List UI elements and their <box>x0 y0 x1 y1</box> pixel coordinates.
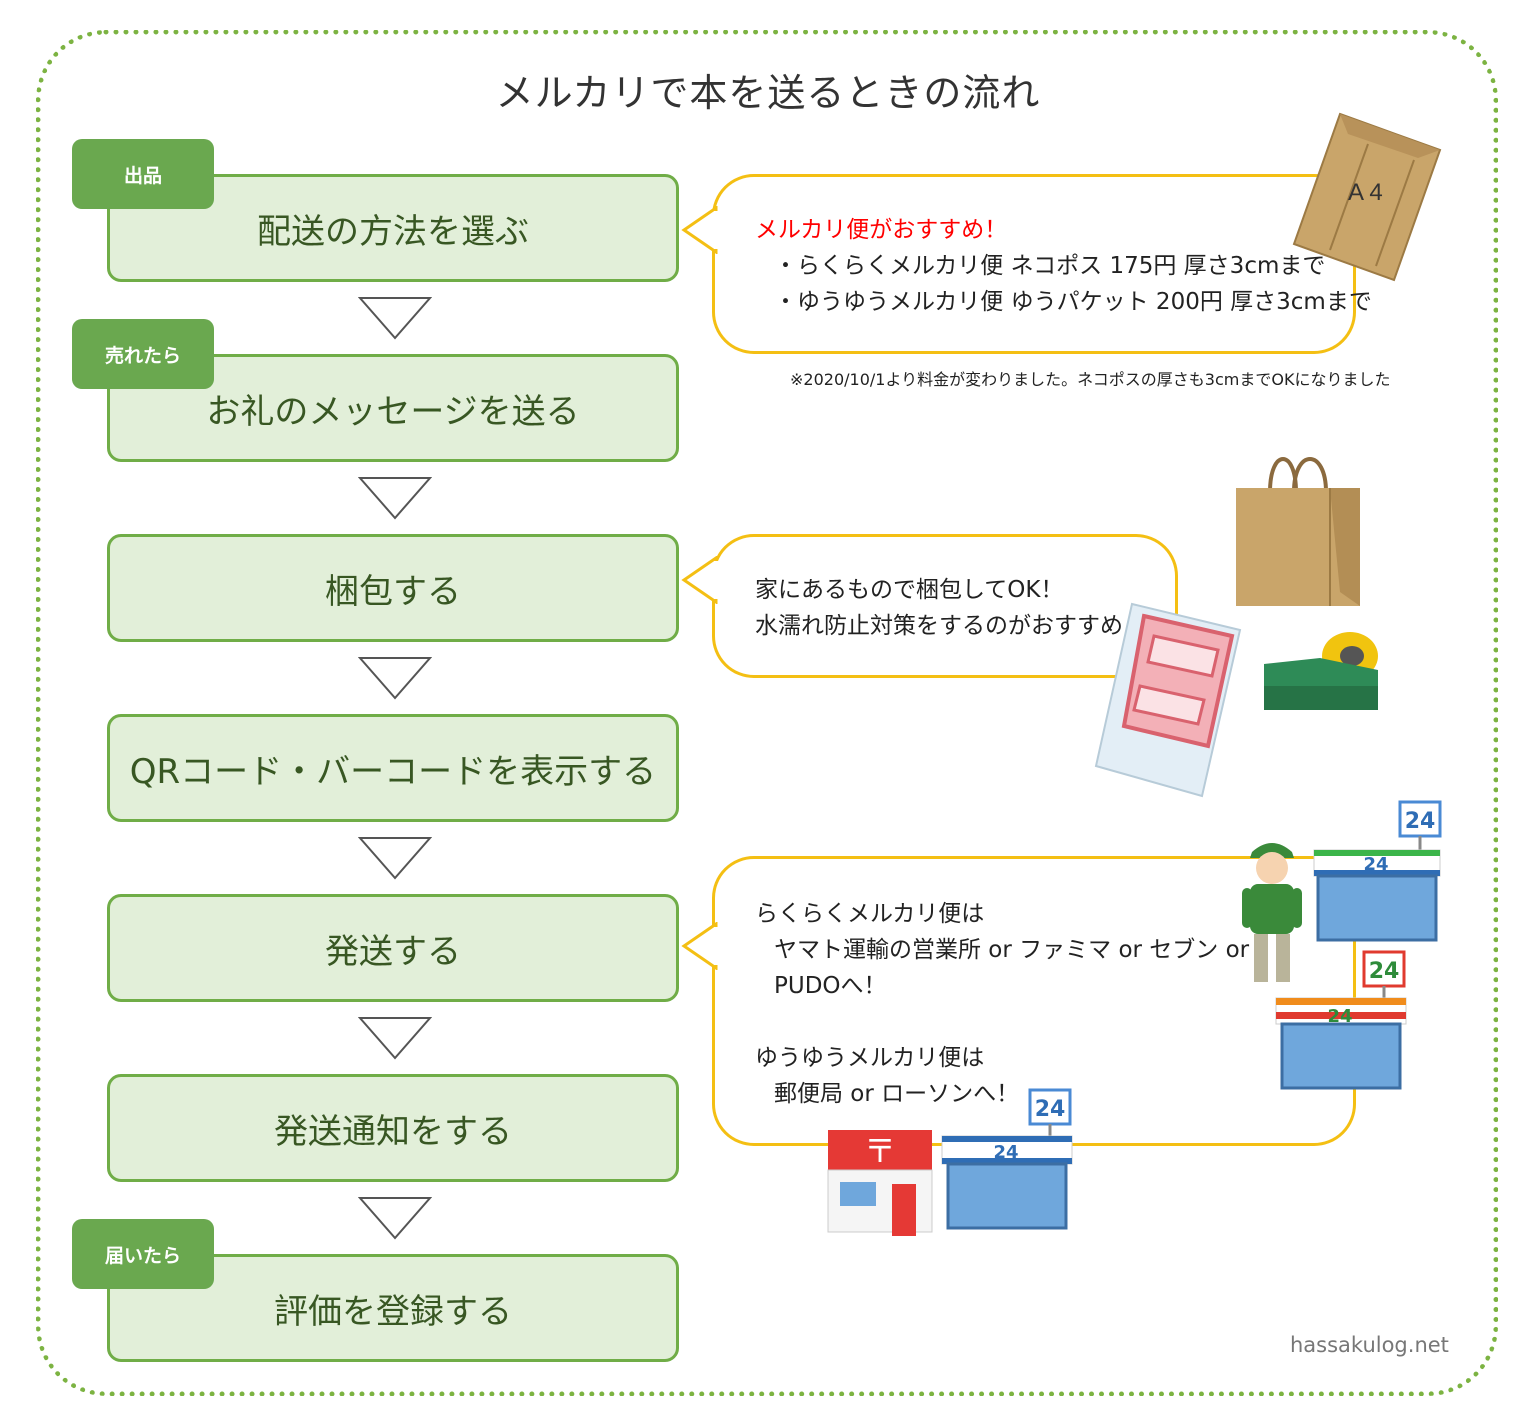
packing-line-2: 水濡れ防止対策をするのがおすすめ <box>755 613 1123 639</box>
down-arrow-icon <box>358 477 432 520</box>
bubble-pointer <box>681 206 720 254</box>
down-arrow-icon <box>358 657 432 700</box>
tag-listing: 出品 <box>72 139 214 209</box>
tape-dispenser-icon <box>1264 632 1378 710</box>
store-sign-text: 24 <box>1369 959 1400 984</box>
bubble-line-nekopos: ・らくらくメルカリ便 ネコポス 175円 厚さ3cmまで <box>774 253 1326 279</box>
step-show-code: QRコード・バーコードを表示する <box>107 714 679 822</box>
plastic-bag-icon <box>1094 602 1242 798</box>
convenience-store-icon: 24 24 <box>1313 800 1442 942</box>
post-office-icon: 〒 <box>827 1130 933 1236</box>
step-packing: 梱包する <box>107 534 679 642</box>
send-line-rakuraku: らくらくメルカリ便は <box>755 901 985 927</box>
page-title: メルカリで本を送るときの流れ <box>495 71 1041 115</box>
down-arrow-icon <box>358 297 432 340</box>
store-sign-text: 24 <box>1327 1006 1352 1027</box>
dotted-frame <box>36 30 1498 1396</box>
send-line-yuyu: ゆうゆうメルカリ便は <box>755 1045 985 1071</box>
step-ship: 発送する <box>107 894 679 1002</box>
price-change-note: ※2020/10/1より料金が変わりました。ネコポスの厚さも3cmまでOKになり… <box>790 370 1391 389</box>
delivery-worker-icon <box>1242 843 1302 982</box>
step-ship-notification: 発送通知をする <box>107 1074 679 1182</box>
site-credit: hassakulog.net <box>1290 1333 1449 1357</box>
tag-when-delivered: 届いたら <box>72 1219 214 1289</box>
down-arrow-icon <box>358 1197 432 1240</box>
store-sign-text: 24 <box>1363 854 1388 875</box>
packing-line-1: 家にあるもので梱包してOK！ <box>755 577 1064 603</box>
tag-when-sold: 売れたら <box>72 319 214 389</box>
envelope-label: A 4 <box>1348 179 1383 206</box>
bubble-pointer <box>681 556 720 604</box>
store-sign-text: 24 <box>1035 1097 1066 1122</box>
bubble-pointer <box>681 922 720 970</box>
store-sign-text: 24 <box>1405 809 1436 834</box>
step-rate: 評価を登録する <box>107 1254 679 1362</box>
envelope-icon: A 4 <box>1292 112 1442 282</box>
bubble-headline: メルカリ便がおすすめ！ <box>755 217 1008 243</box>
paper-bag-icon <box>1236 457 1360 606</box>
down-arrow-icon <box>358 837 432 880</box>
store-sign-text: 24 <box>993 1142 1018 1163</box>
bubble-shipping-method <box>712 174 1356 354</box>
post-mark: 〒 <box>864 1132 896 1170</box>
convenience-store-icon: 24 24 <box>1275 950 1407 1090</box>
down-arrow-icon <box>358 1017 432 1060</box>
send-line-pudo: PUDOへ！ <box>774 973 887 999</box>
bubble-line-yupacket: ・ゆうゆうメルカリ便 ゆうパケット 200円 厚さ3cmまで <box>774 289 1372 315</box>
send-line-locations: ヤマト運輸の営業所 or ファミマ or セブン or <box>774 937 1250 963</box>
convenience-store-icon: 24 24 <box>941 1088 1073 1230</box>
send-line-post-office: 郵便局 or ローソンへ！ <box>774 1081 1020 1107</box>
bubble-packing <box>712 534 1178 678</box>
